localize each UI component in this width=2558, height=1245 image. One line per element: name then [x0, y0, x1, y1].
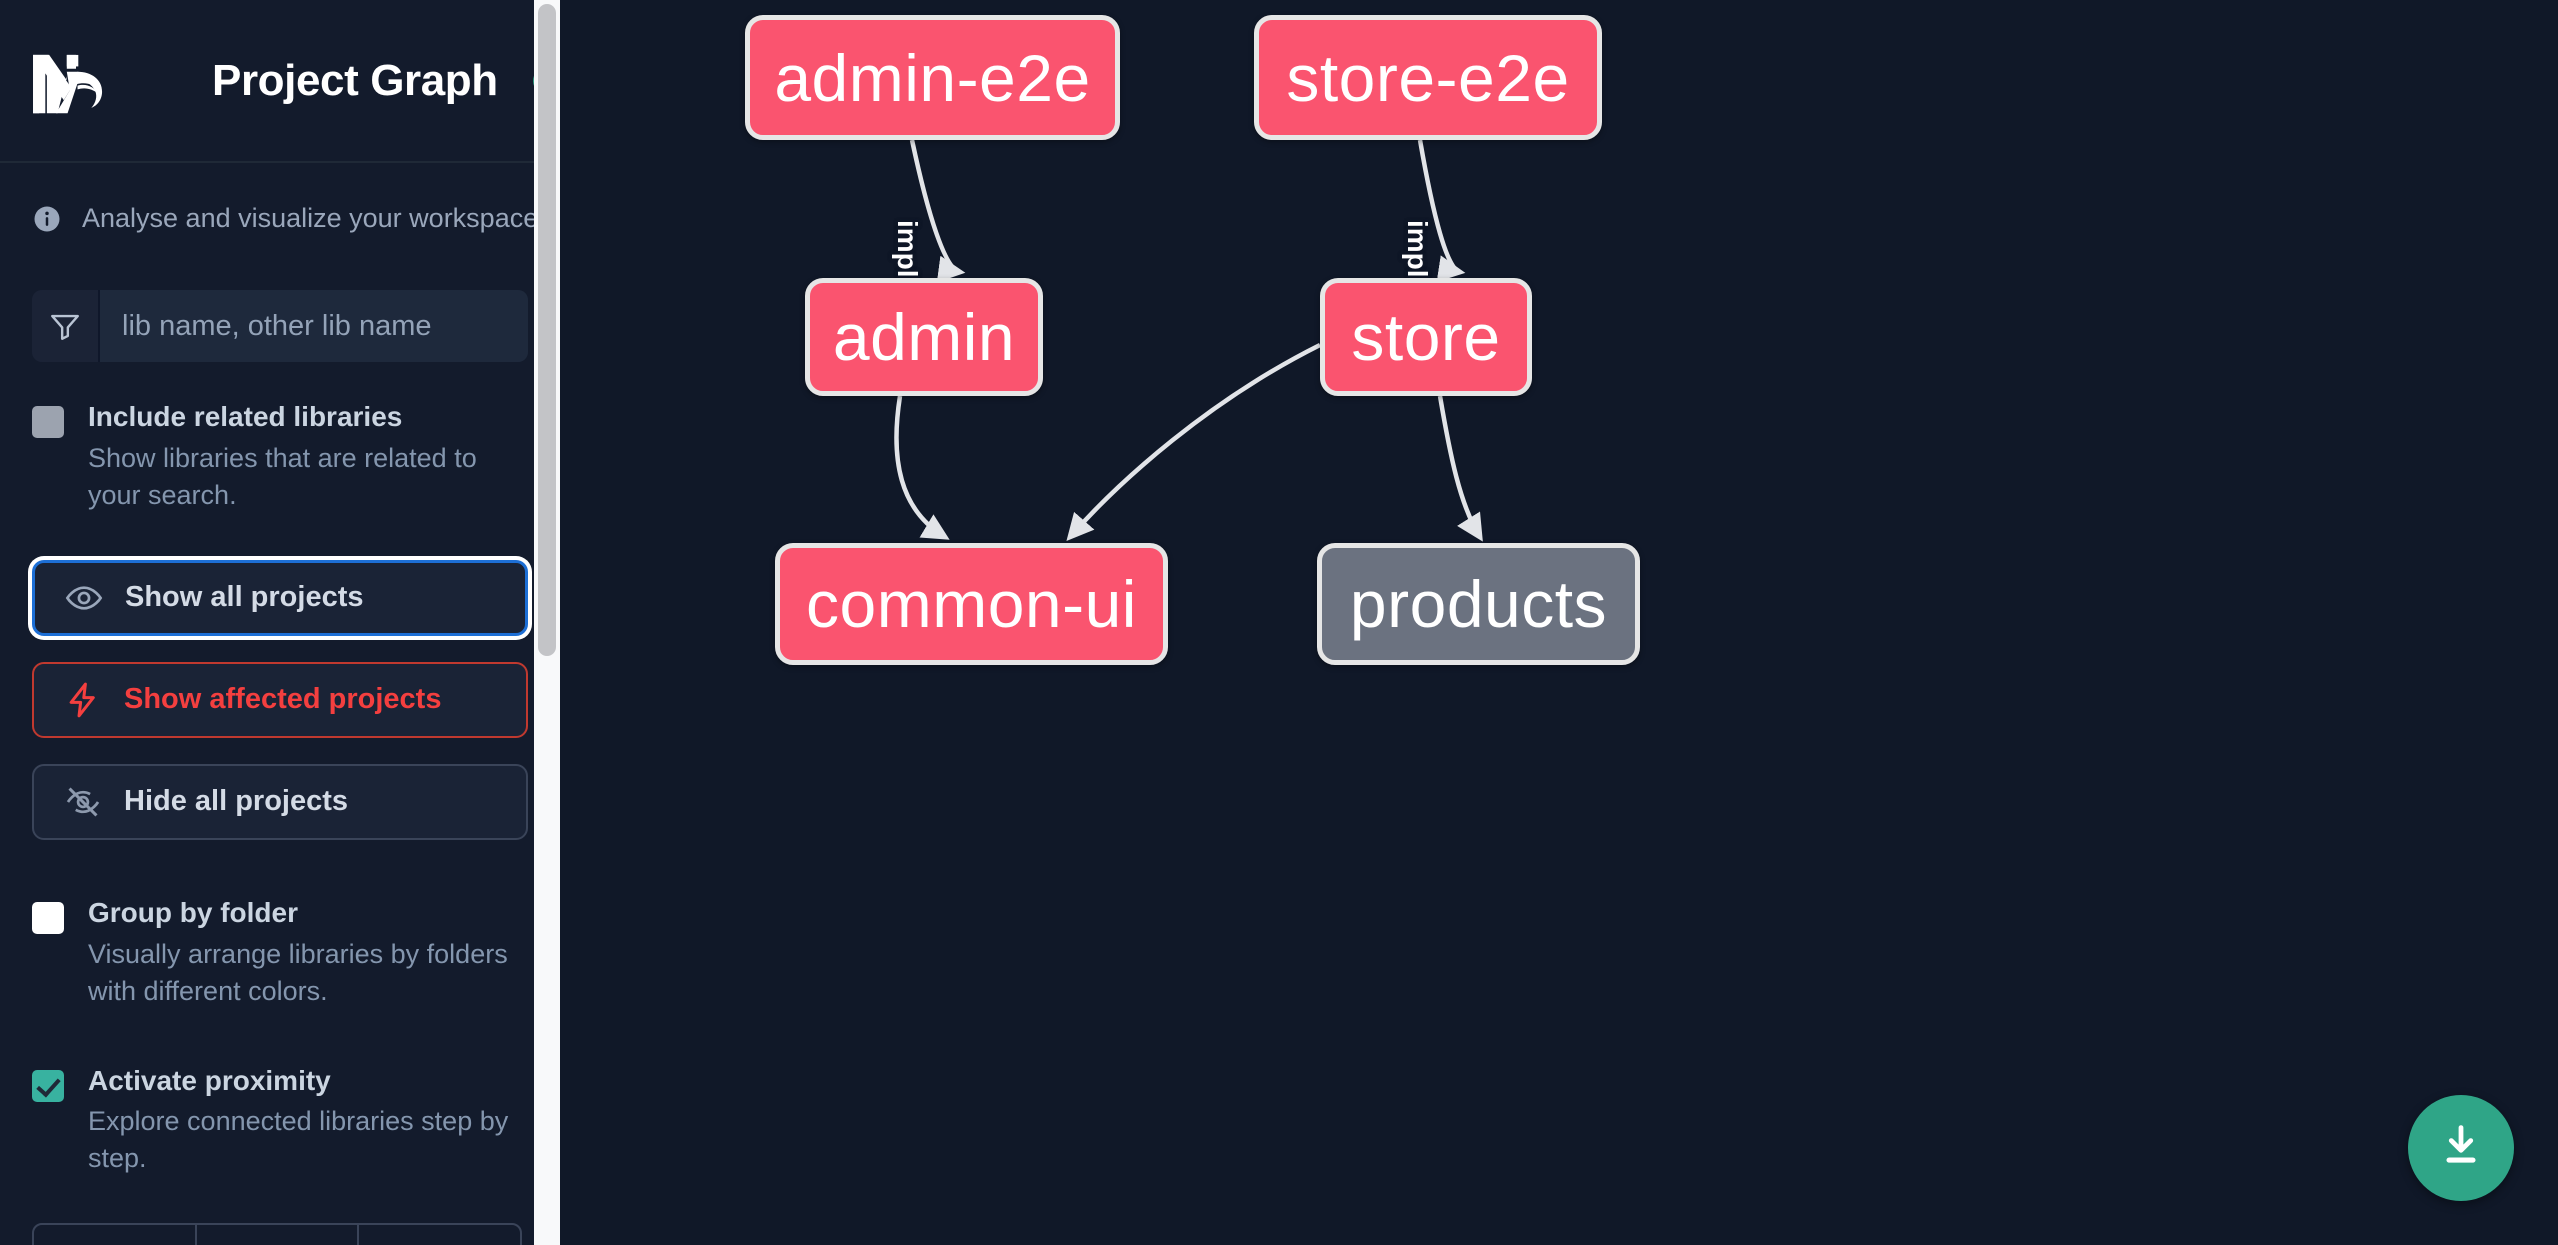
search-row	[32, 290, 528, 362]
download-graph-button[interactable]	[2408, 1095, 2514, 1201]
page-title: Project Graph	[212, 55, 498, 105]
sidebar-body: Analyse and visualize your workspace. In…	[0, 203, 560, 1245]
filter-icon[interactable]	[32, 290, 100, 362]
graph-node-store[interactable]: store	[1320, 278, 1532, 396]
checkbox-include-related-libraries[interactable]: Include related libraries Show libraries…	[32, 401, 528, 514]
graph-canvas[interactable]: implicit implicit admin-e2e store-e2e ad…	[560, 0, 2558, 1245]
proximity-step-button-group[interactable]	[32, 1223, 522, 1245]
eye-icon	[59, 579, 109, 617]
node-label: store-e2e	[1286, 40, 1570, 115]
graph-node-admin-e2e[interactable]: admin-e2e	[745, 15, 1120, 140]
node-label: store	[1351, 300, 1501, 374]
node-label: common-ui	[806, 567, 1137, 641]
eye-off-icon	[58, 783, 108, 821]
checkbox-group-by-folder[interactable]: Group by folder Visually arrange librari…	[32, 896, 528, 1010]
proximity-decrease-button[interactable]	[34, 1225, 197, 1245]
lightning-bolt-icon	[58, 681, 108, 719]
sidebar-scrollbar-thumb[interactable]	[538, 4, 556, 656]
info-icon	[32, 204, 62, 234]
show-affected-projects-button[interactable]: Show affected projects	[32, 661, 528, 738]
sidebar-scrollbar[interactable]	[534, 0, 560, 1245]
node-label: admin-e2e	[774, 40, 1091, 115]
nx-logo-icon	[30, 45, 122, 117]
graph-node-common-ui[interactable]: common-ui	[775, 543, 1168, 665]
download-icon	[2435, 1120, 2487, 1177]
checkbox-description: Visually arrange libraries by folders wi…	[88, 938, 508, 1006]
checkbox-description: Explore connected libraries step by step…	[88, 1106, 509, 1174]
show-all-projects-button[interactable]: Show all projects	[32, 559, 528, 636]
proximity-increase-button[interactable]	[359, 1225, 520, 1245]
checkbox-label: Group by folder	[88, 896, 298, 928]
checkbox-description: Show libraries that are related to your …	[88, 442, 477, 510]
tagline: Analyse and visualize your workspace.	[32, 203, 546, 234]
graph-node-store-e2e[interactable]: store-e2e	[1254, 15, 1602, 140]
tagline-text: Analyse and visualize your workspace.	[82, 203, 546, 233]
checkbox-label: Activate proximity	[88, 1064, 331, 1096]
graph-node-products[interactable]: products	[1317, 543, 1640, 665]
checkbox-activate-proximity[interactable]: Activate proximity Explore connected lib…	[32, 1064, 528, 1178]
checkbox-indicator[interactable]	[32, 901, 64, 934]
node-label: products	[1349, 567, 1608, 641]
graph-node-admin[interactable]: admin	[805, 278, 1043, 396]
button-label: Hide all projects	[124, 785, 349, 818]
checkbox-indicator[interactable]	[32, 406, 64, 438]
node-label: admin	[832, 300, 1016, 374]
search-input[interactable]	[100, 290, 528, 362]
sidebar: Project Graph Analyse and visualize your…	[0, 0, 560, 1245]
checkbox-label: Include related libraries	[88, 401, 403, 432]
proximity-value	[197, 1225, 360, 1245]
button-label: Show all projects	[125, 581, 364, 614]
hide-all-projects-button[interactable]: Hide all projects	[32, 763, 528, 840]
button-label: Show affected projects	[124, 683, 442, 716]
checkbox-indicator[interactable]	[32, 1069, 64, 1102]
sidebar-header: Project Graph	[0, 0, 560, 163]
